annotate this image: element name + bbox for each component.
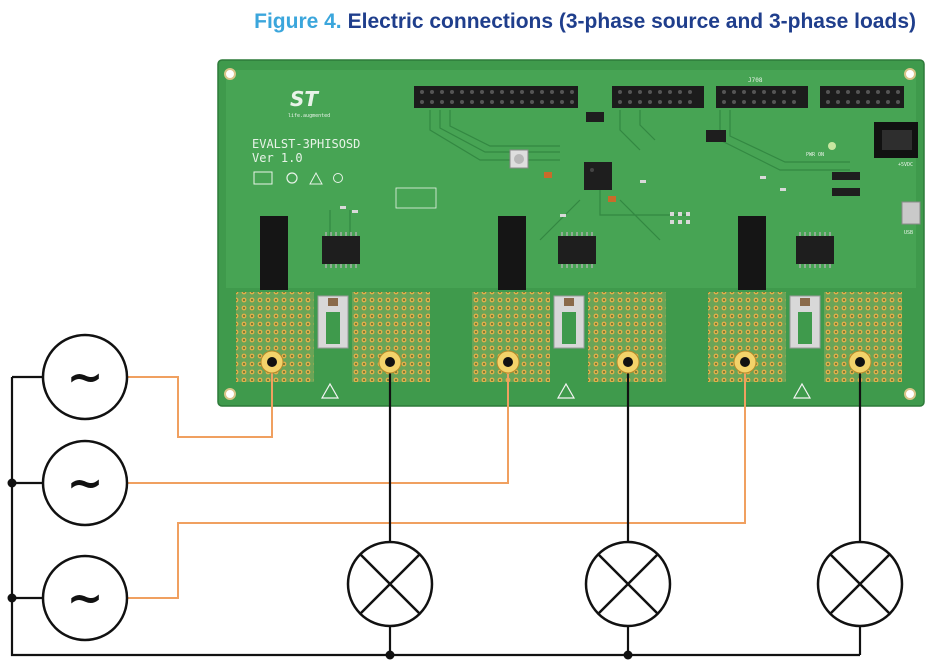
sine-wave-icon: ~ [67, 352, 104, 403]
sine-wave-icon: ~ [67, 458, 104, 509]
st-logo: ST life.augmented [288, 87, 330, 119]
sine-wave-icon: ~ [67, 573, 104, 624]
phase-wire-2 [128, 362, 509, 484]
diode [832, 188, 860, 196]
junction-dot [7, 593, 17, 603]
ac-source-3: ~ [41, 554, 129, 642]
header-connector-right [820, 86, 904, 108]
neutral-wires [10, 362, 862, 657]
mounting-hole [224, 388, 236, 400]
mounting-hole [904, 68, 916, 80]
figure-label: Figure 4. [254, 10, 342, 33]
crystal [586, 112, 604, 122]
label-box [395, 187, 437, 209]
relay [498, 216, 526, 290]
terminal [848, 350, 872, 374]
terminal [616, 350, 640, 374]
relay [260, 216, 288, 290]
lamp-icon [597, 553, 659, 615]
driver-ic [796, 232, 834, 268]
mounting-hole [904, 388, 916, 400]
svg-text:ST: ST [290, 87, 319, 111]
terminal [260, 350, 284, 374]
board-name: EVALST-3PHISOSD [252, 137, 360, 151]
high-voltage-icon [556, 382, 576, 399]
power-label: PWR ON [806, 152, 824, 158]
neutral-bus [10, 377, 860, 657]
board-version: Ver 1.0 [252, 151, 303, 165]
driver-ic [322, 232, 360, 268]
relay [738, 216, 766, 290]
junction-dot [7, 478, 17, 488]
usb-label: USB [904, 230, 913, 236]
lamp-load-2 [584, 540, 672, 628]
figure-caption: Electric connections (3-phase source and… [347, 10, 916, 33]
connector-label: J708 [748, 77, 763, 84]
terminal [733, 350, 757, 374]
figure-title: Figure 4.Electric connections (3-phase s… [254, 10, 916, 34]
ac-source-1: ~ [41, 333, 129, 421]
microcontroller-chip [584, 162, 612, 190]
supply-label: +5VDC [898, 162, 913, 168]
lamp-load-1 [346, 540, 434, 628]
ac-source-2: ~ [41, 439, 129, 527]
phase-wire-1 [128, 362, 273, 438]
rohs-icon [253, 171, 273, 185]
terminal [378, 350, 402, 374]
evaluation-board: J708 ST life.augmented EVALST-3PHISOSD V… [217, 59, 925, 407]
usb-connector [901, 201, 921, 225]
header-connector-left [414, 86, 578, 108]
header-connector-mid-right [716, 86, 808, 108]
lamp-icon [829, 553, 891, 615]
lamp-load-3 [816, 540, 904, 628]
no-symbol-icon [333, 173, 343, 183]
phase-wire-3 [128, 362, 746, 599]
lamp-icon [359, 553, 421, 615]
junction-dot [385, 650, 395, 660]
terminal [496, 350, 520, 374]
warning-icon [309, 171, 323, 185]
mounting-hole [224, 68, 236, 80]
junction-dot [623, 650, 633, 660]
regulator [706, 130, 726, 142]
driver-ic [558, 232, 596, 268]
high-voltage-icon [320, 382, 340, 399]
header-connector-mid-left [612, 86, 704, 108]
high-voltage-icon [792, 382, 812, 399]
phase-wires [128, 362, 746, 599]
power-led [828, 142, 836, 150]
recycle-icon [286, 172, 298, 184]
diode [832, 172, 860, 180]
svg-text:life.augmented: life.augmented [288, 113, 330, 119]
